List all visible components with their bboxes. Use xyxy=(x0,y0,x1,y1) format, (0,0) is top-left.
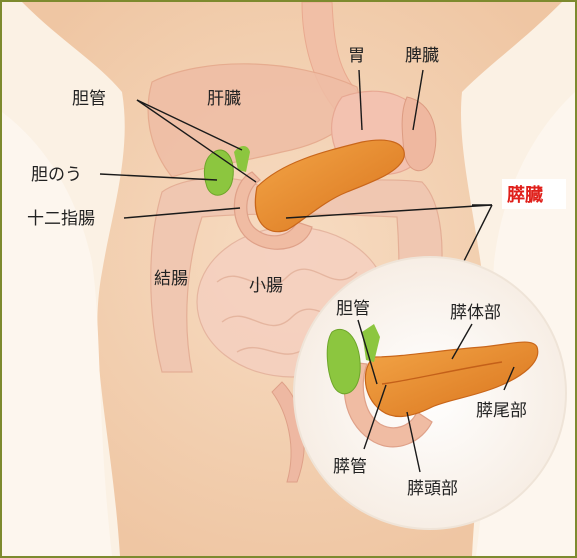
label-small-intestine: 小腸 xyxy=(249,276,283,296)
label-liver: 肝臓 xyxy=(207,89,241,109)
label-pancreatic-duct: 膵管 xyxy=(333,457,367,477)
label-spleen: 脾臓 xyxy=(405,46,439,66)
label-colon: 結腸 xyxy=(154,269,188,289)
label-pancreas-tail: 膵尾部 xyxy=(476,401,527,421)
label-gallbladder: 胆のう xyxy=(31,165,82,185)
label-bile-duct: 胆管 xyxy=(72,89,106,109)
label-pancreas-head: 膵頭部 xyxy=(407,479,458,499)
label-pancreas: 膵臓 xyxy=(506,184,543,206)
label-inset-bile-duct: 胆管 xyxy=(336,299,370,319)
label-stomach: 胃 xyxy=(348,46,365,66)
label-pancreas-body: 膵体部 xyxy=(450,303,501,323)
label-duodenum: 十二指腸 xyxy=(27,209,95,229)
